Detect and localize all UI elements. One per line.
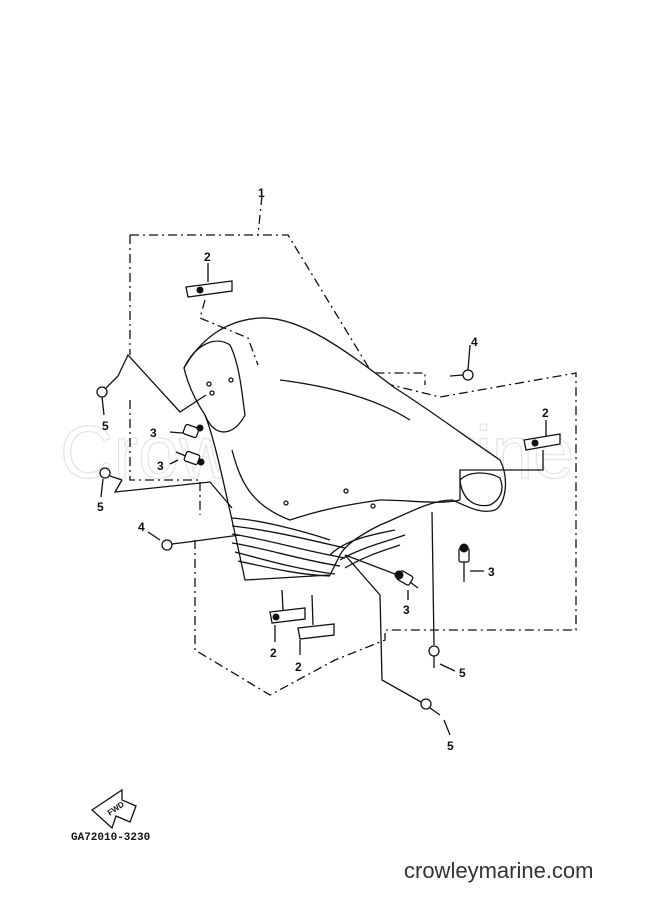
forward-arrow-icon: FWD xyxy=(90,788,137,830)
callout-screw-right: 4 xyxy=(471,335,478,349)
bracket-plate-top xyxy=(185,263,259,366)
callout-plate-bottom-b: 2 xyxy=(295,660,302,674)
callout-screw-left: 4 xyxy=(138,520,145,534)
seat-cushion xyxy=(183,317,507,581)
callout-bolt-d: 5 xyxy=(447,739,454,753)
callout-plate-top: 2 xyxy=(204,250,211,264)
seat-assembly-frame-bottom xyxy=(194,372,577,696)
callout-clip-b: 3 xyxy=(157,459,164,473)
bracket-plate-right xyxy=(459,420,561,500)
callout-bolt-c: 5 xyxy=(459,666,466,680)
callout-clip-d: 3 xyxy=(403,603,410,617)
screw-right xyxy=(449,344,474,381)
push-clip-d xyxy=(344,554,419,600)
site-footer: crowleymarine.com xyxy=(404,858,594,883)
seat-assembly-frame-left-lower xyxy=(129,400,201,515)
bolt-a xyxy=(96,353,207,416)
screw-left xyxy=(147,531,241,551)
push-clip-b xyxy=(169,450,205,466)
callout-bolt-b: 5 xyxy=(97,500,104,514)
callout-plate-right: 2 xyxy=(542,406,549,420)
bracket-plate-bottom-a xyxy=(269,589,306,642)
callout-seat: 1 xyxy=(258,186,265,200)
callout-bolt-a: 5 xyxy=(102,419,109,433)
diagram-part-code: GA72010-3230 xyxy=(71,832,150,844)
bolt-b xyxy=(99,467,233,509)
bolt-d xyxy=(344,554,451,736)
bracket-plate-bottom-b xyxy=(297,594,335,655)
callout-plate-bottom-a: 2 xyxy=(270,646,277,660)
push-clip-a xyxy=(169,423,204,439)
seat-ref-line-1 xyxy=(257,195,263,236)
bolt-c xyxy=(428,511,456,672)
push-clip-c xyxy=(458,543,484,582)
callout-clip-c: 3 xyxy=(488,565,495,579)
callout-clip-a: 3 xyxy=(150,426,157,440)
